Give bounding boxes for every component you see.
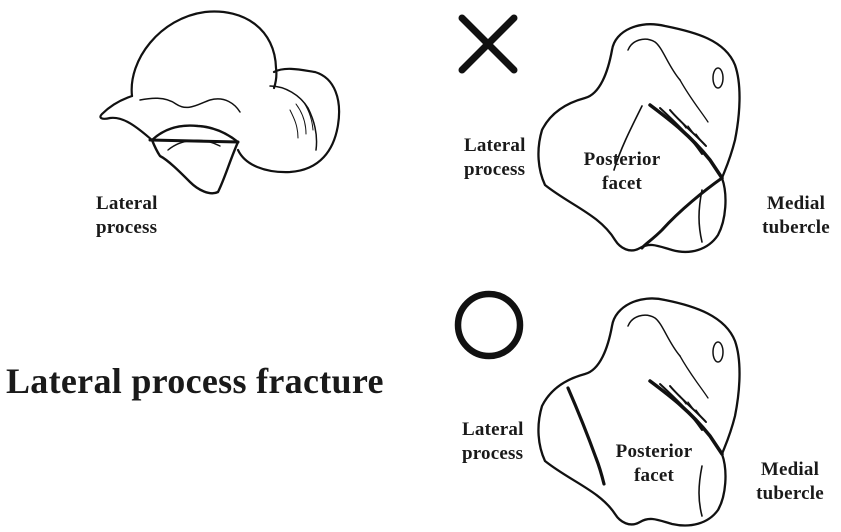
circle-icon xyxy=(452,288,526,362)
medial-tubercle-label-correct: Medial tubercle xyxy=(744,458,836,506)
medial-tubercle-label-incorrect: Medial tubercle xyxy=(752,192,840,240)
cross-icon xyxy=(456,12,520,76)
page-title: Lateral process fracture xyxy=(6,360,384,402)
talus-incorrect-view-drawing xyxy=(530,10,790,260)
posterior-facet-label-incorrect: Posterior facet xyxy=(576,148,668,196)
talus-lateral-view-drawing xyxy=(80,0,350,210)
lateral-process-label-correct: Lateral process xyxy=(462,418,524,466)
lateral-process-label-left: Lateral process xyxy=(96,192,158,240)
lateral-process-label-incorrect: Lateral process xyxy=(464,134,526,182)
posterior-facet-label-correct: Posterior facet xyxy=(608,440,700,488)
